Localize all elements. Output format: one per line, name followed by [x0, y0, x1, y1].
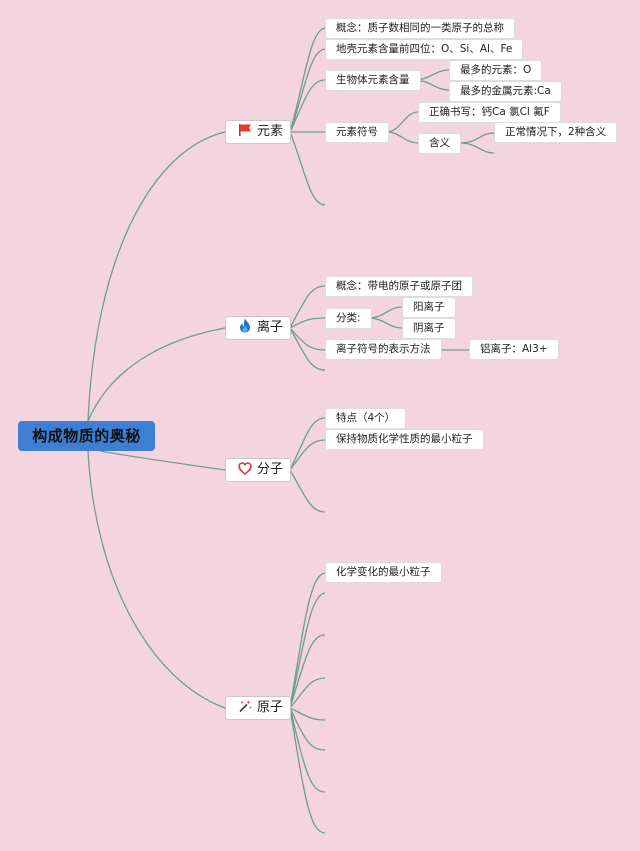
leaf-smallest-particle-chemical[interactable]: 保持物质化学性质的最小粒子 — [325, 429, 484, 450]
leaf-crust-top-four[interactable]: 地壳元素含量前四位：O、Si、Al、Fe — [325, 39, 524, 60]
branch-element[interactable]: 元素 — [225, 120, 291, 144]
leaf-molecule-features[interactable]: 特点（4个） — [325, 408, 407, 429]
leaf-element-concept[interactable]: 概念：质子数相同的一类原子的总称 — [325, 18, 515, 39]
branch-atom[interactable]: 原子 — [225, 696, 291, 720]
heart-icon — [236, 459, 254, 481]
leaf-meaning[interactable]: 含义 — [418, 133, 461, 154]
branch-label: 离子 — [257, 320, 284, 335]
leaf-element-symbol[interactable]: 元素符号 — [325, 122, 389, 143]
branch-label: 原子 — [257, 700, 284, 715]
leaf-most-element[interactable]: 最多的元素：O — [449, 60, 543, 81]
root-topic[interactable]: 构成物质的奥秘 — [18, 421, 155, 451]
leaf-ion-symbol-notation[interactable]: 离子符号的表示方法 — [325, 339, 442, 360]
flame-icon — [236, 317, 254, 339]
branch-ion[interactable]: 离子 — [225, 316, 291, 340]
branch-label: 元素 — [257, 124, 284, 139]
branch-label: 分子 — [257, 462, 284, 477]
leaf-cation[interactable]: 阳离子 — [402, 297, 456, 318]
leaf-anion[interactable]: 阴离子 — [402, 318, 456, 339]
leaf-correct-writing[interactable]: 正确书写：钙Ca 氯Cl 氟F — [418, 102, 561, 123]
leaf-most-metal-element[interactable]: 最多的金属元素:Ca — [449, 81, 562, 102]
leaf-aluminum-ion[interactable]: 铝离子：Al3+ — [469, 339, 559, 360]
leaf-ion-concept[interactable]: 概念：带电的原子或原子团 — [325, 276, 473, 297]
leaf-ion-classification[interactable]: 分类: — [325, 308, 372, 329]
branch-molecule[interactable]: 分子 — [225, 458, 291, 482]
leaf-biological-content[interactable]: 生物体元素含量 — [325, 70, 421, 91]
red-flag-icon — [236, 121, 254, 143]
leaf-two-meanings[interactable]: 正常情况下，2种含义 — [494, 122, 618, 143]
leaf-smallest-particle-change[interactable]: 化学变化的最小粒子 — [325, 562, 442, 583]
magic-wand-icon — [236, 697, 254, 719]
